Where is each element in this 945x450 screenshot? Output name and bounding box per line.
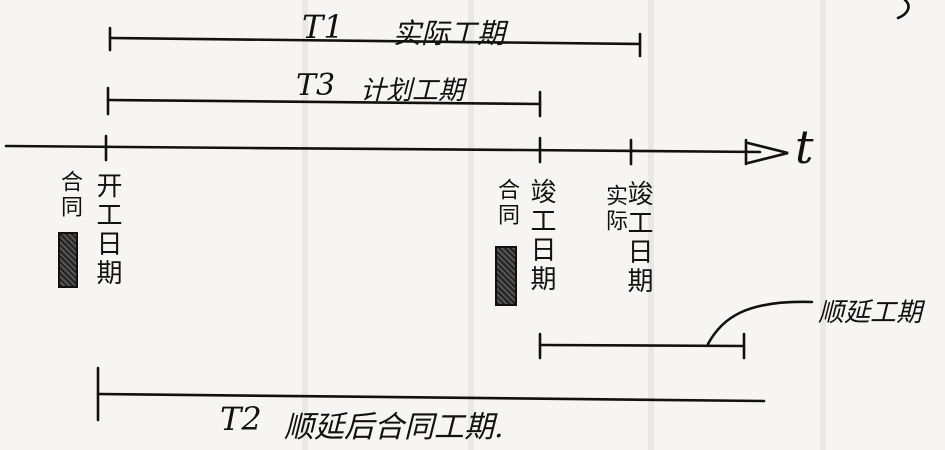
contract-seal [495,246,517,306]
delay-bracket-line [538,343,746,348]
delay-pointer-curve [706,300,814,346]
t2-name: T2 [220,400,262,438]
time-axis [4,144,762,154]
t3-name: T3 [296,68,336,103]
t3-bracket-line [106,98,542,106]
t1-name: T1 [302,8,344,46]
contract-start-label-b: 开工日期 [92,172,122,288]
bleed-line [302,0,308,450]
contract-start-label-a: 合同 [57,170,82,220]
contract-seal [58,232,78,288]
t1-bracket-line [108,36,642,46]
actual-end-label-a: 实际 [602,184,627,234]
t2-text: 顺延后合同工期. [284,410,504,445]
t1-text: 实际工期 [393,17,506,50]
bleed-line [468,0,474,450]
paren-mark [896,0,910,20]
bleed-line [820,0,826,450]
axis-arrowhead [746,141,789,165]
bleed-line [648,0,654,450]
t3-text: 计划工期 [360,76,465,106]
contract-end-label-a: 合同 [494,178,519,228]
contract-end-label-b: 竣工日期 [526,178,556,294]
t2-bracket-line [96,392,766,403]
delay-text: 顺延工期 [818,298,923,328]
axis-label: t [795,120,814,174]
actual-end-label-b: 竣工日期 [623,180,653,296]
